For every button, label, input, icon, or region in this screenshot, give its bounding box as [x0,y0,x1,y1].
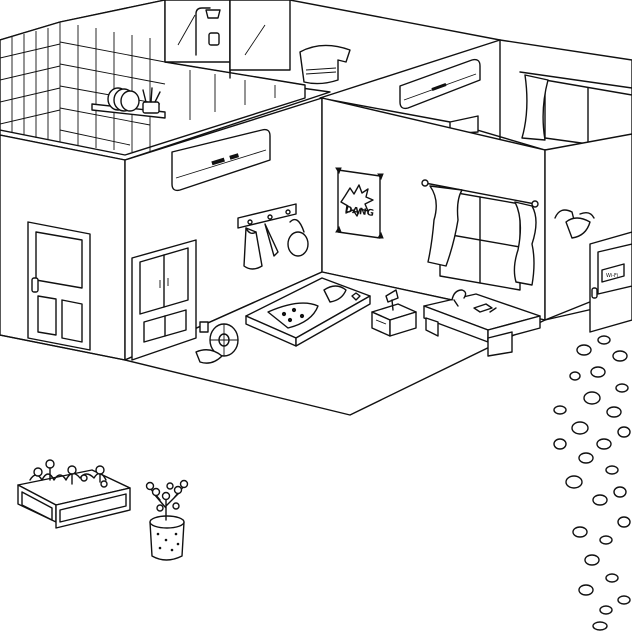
stepping-stone [617,595,631,605]
bathroom-tile-wall [0,0,306,156]
towel-icon [299,44,351,85]
planter-box [17,459,131,529]
upper-right-room [289,0,632,151]
stepping-stone [606,406,622,418]
wardrobe [131,239,197,361]
living-room: DANG [131,128,541,364]
stepping-stone [596,438,612,450]
stepping-stone [584,554,600,566]
right-entry-door: Wi-Fi [589,231,632,333]
bed [245,277,371,347]
stepping-stone [553,405,567,415]
stepping-stone [572,526,588,538]
stepping-stone [605,573,619,583]
stepping-stone [597,335,611,345]
backpack-icon [287,231,309,257]
flowers-icon [29,459,108,488]
living-window [421,179,539,291]
door-sign-text: Wi-Fi [606,273,618,279]
stepping-stone [571,421,589,435]
stepping-stone [590,366,606,378]
poster-text: DANG [344,205,374,219]
stepping-stone [583,391,601,405]
hanging-bag-icon [243,227,263,270]
wall-lamp-icon [554,209,595,239]
book-icon [473,303,493,313]
door-handle-icon [31,277,39,293]
stepping-stone [569,371,581,381]
curtain-right-icon [513,201,537,286]
curtain-upper-icon [521,74,549,141]
stone-path [553,335,631,631]
stepping-stone [599,605,613,615]
table-lamp-icon [385,289,399,303]
desk-fan-icon [195,323,239,364]
stepping-stone [576,344,592,356]
potted-plant [145,479,189,561]
pillow-icon [323,285,347,303]
bathroom [0,0,351,161]
stepping-stone [592,494,608,506]
plant-leaves-icon [145,479,189,521]
stepping-stone [613,486,627,498]
wall-poster: DANG [335,167,384,239]
power-outlet-icon [199,321,209,333]
study-desk [423,289,541,357]
stepping-stone [617,516,631,528]
nightstand [371,289,417,337]
door-sign [601,263,625,283]
hanging-scarf-icon [264,223,279,257]
stepping-stone [615,383,629,393]
blanket-icon [267,302,319,329]
coat-rack [237,203,309,270]
left-entry-door [27,221,91,351]
stepping-stone [578,584,594,596]
stepping-stone [617,426,631,438]
air-conditioner-upper-icon [399,58,481,110]
stepping-stone [553,438,567,450]
stepping-stone [599,535,613,545]
dish-shelf [91,87,166,119]
right-facade: Wi-Fi [554,209,632,333]
air-conditioner-icon [171,128,271,192]
stepping-stone [605,465,619,475]
stepping-stone [612,350,628,362]
stepping-stone [565,475,583,489]
utensil-cup-icon [142,101,160,114]
stepping-stone [592,621,608,631]
shower-head-icon [195,7,221,56]
desk-lamp-icon [451,289,467,301]
pot-dots [156,532,180,552]
curtain-left-icon [427,185,463,267]
upper-window [519,71,632,151]
stepping-stone [578,452,594,464]
